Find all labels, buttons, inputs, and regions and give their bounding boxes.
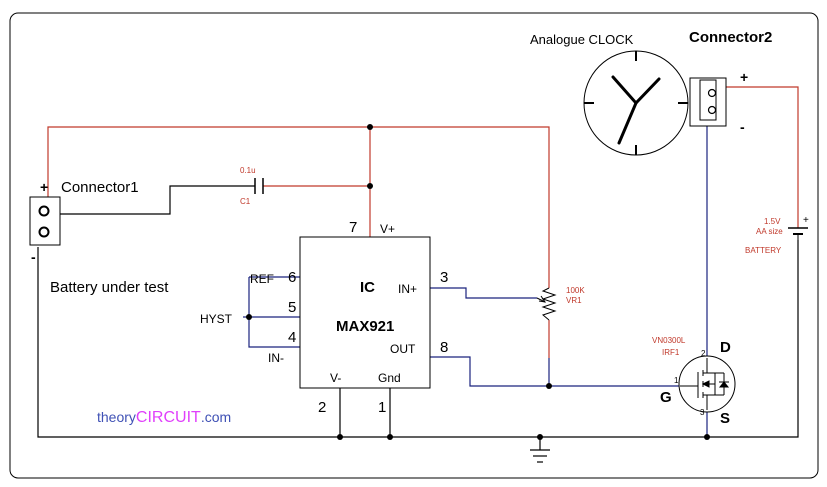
pin3-name: IN+	[398, 282, 417, 296]
ic-body	[299, 236, 431, 389]
pin1-name: Gnd	[378, 371, 401, 385]
ground-wires	[37, 185, 799, 463]
positive-wires	[47, 86, 799, 358]
cap-ref: C1	[240, 197, 251, 206]
pin5-number: 5	[288, 299, 296, 316]
signal-wires	[243, 126, 708, 437]
battery-cell	[788, 227, 808, 240]
pin8-number: 8	[440, 339, 448, 356]
junctions	[246, 124, 710, 440]
mosfet-part: VN0300L	[652, 336, 686, 345]
mosfet	[678, 355, 736, 413]
gate-label: G	[660, 389, 672, 406]
ic-pins	[339, 388, 391, 392]
gate-pin: 1	[674, 376, 679, 385]
capacitor-c1	[254, 178, 264, 194]
drain-label: D	[720, 339, 731, 356]
battery-rating: 1.5V	[764, 217, 781, 226]
pin2-number: 2	[318, 399, 326, 416]
connector1-plus: +	[40, 179, 48, 195]
connector2	[689, 77, 727, 127]
frame	[9, 12, 819, 479]
watermark-prefix: theory	[97, 409, 136, 425]
watermark-suffix: .com	[201, 409, 231, 425]
source-label: S	[720, 410, 730, 427]
pin6-name: REF	[250, 272, 274, 286]
battery-name: BATTERY	[745, 246, 782, 255]
ic-part: MAX921	[336, 318, 394, 335]
pin8-name: OUT	[390, 342, 416, 356]
clock-label: Analogue CLOCK	[530, 32, 634, 47]
mosfet-ref: IRF1	[662, 348, 680, 357]
pin7-number: 7	[349, 219, 357, 236]
watermark-main: CIRCUIT	[136, 409, 201, 426]
pin3-number: 3	[440, 269, 448, 286]
connector2-plus: +	[740, 69, 748, 85]
analogue-clock	[583, 50, 689, 156]
connector2-label: Connector2	[689, 29, 772, 46]
pin5-name: HYST	[200, 312, 233, 326]
potentiometer-vr1	[536, 287, 557, 321]
drain-pin: 2	[701, 349, 706, 358]
battery-plus: +	[803, 215, 809, 226]
vr-value: 100K	[566, 286, 585, 295]
connector1	[29, 196, 61, 246]
source-pin: 3	[700, 408, 705, 417]
connector2-minus: -	[740, 119, 745, 135]
cap-value: 0.1u	[240, 166, 256, 175]
pin1-number: 1	[378, 399, 386, 416]
vr-ref: VR1	[566, 296, 582, 305]
watermark: theoryCIRCUIT.com	[97, 409, 231, 426]
pin7-name: V+	[380, 222, 395, 236]
ic-name: IC	[360, 279, 375, 296]
pin4-number: 4	[288, 329, 296, 346]
connector1-minus: -	[31, 249, 36, 265]
pin6-number: 6	[288, 269, 296, 286]
pin2-name: V-	[330, 371, 341, 385]
battery-size: AA size	[756, 227, 783, 236]
connector1-label: Connector1	[61, 179, 139, 196]
battery-under-test-label: Battery under test	[50, 279, 169, 296]
pin4-name: IN-	[268, 351, 284, 365]
